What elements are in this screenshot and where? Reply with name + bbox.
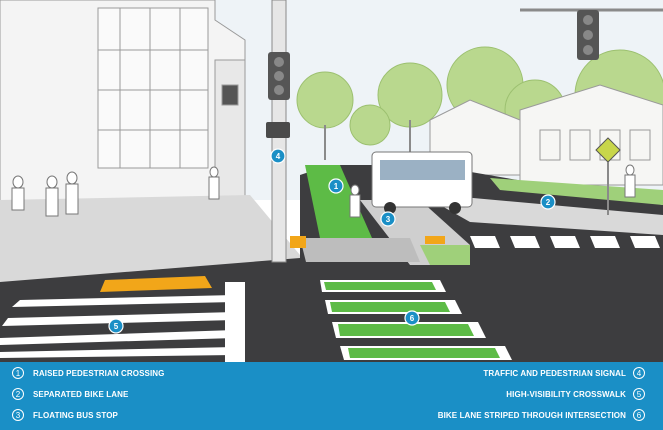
legend-label-1: RAISED PEDESTRIAN CROSSING bbox=[33, 368, 165, 378]
legend-number-6: 6 bbox=[633, 409, 645, 421]
separated-bike-lane bbox=[305, 165, 372, 238]
legend-number-4: 4 bbox=[633, 367, 645, 379]
callout-marker-5: 5 bbox=[108, 318, 124, 334]
callout-marker-6-num: 6 bbox=[410, 314, 415, 323]
legend-item-3: 3 FLOATING BUS STOP bbox=[12, 409, 118, 421]
pedestrian-signal-icon bbox=[266, 122, 290, 138]
bike-lane-striped-through-intersection bbox=[320, 280, 512, 360]
raised-pedestrian-crossing bbox=[300, 238, 420, 262]
building-left bbox=[0, 0, 246, 211]
legend-number-1: 1 bbox=[12, 367, 24, 379]
legend-label-3: FLOATING BUS STOP bbox=[33, 410, 118, 420]
callout-marker-6: 6 bbox=[404, 310, 420, 326]
callout-marker-1-num: 1 bbox=[334, 182, 339, 191]
traffic-signal-right bbox=[520, 8, 663, 60]
houses-right bbox=[429, 84, 663, 186]
sidewalk-right bbox=[440, 195, 663, 235]
callout-marker-2-num: 2 bbox=[546, 198, 551, 207]
callout-marker-2: 2 bbox=[540, 194, 556, 210]
grass-right bbox=[490, 178, 663, 205]
legend: 1 RAISED PEDESTRIAN CROSSING 2 SEPARATED… bbox=[0, 362, 663, 430]
pedestrians bbox=[11, 164, 636, 218]
legend-item-5: HIGH-VISIBILITY CROSSWALK 5 bbox=[506, 388, 645, 400]
legend-item-4: TRAFFIC AND PEDESTRIAN SIGNAL 4 bbox=[483, 367, 645, 379]
legend-item-1: 1 RAISED PEDESTRIAN CROSSING bbox=[12, 367, 165, 379]
legend-number-5: 5 bbox=[633, 388, 645, 400]
legend-label-5: HIGH-VISIBILITY CROSSWALK bbox=[506, 389, 626, 399]
callout-marker-3-num: 3 bbox=[386, 215, 391, 224]
legend-label-6: BIKE LANE STRIPED THROUGH INTERSECTION bbox=[437, 410, 626, 420]
legend-item-6: BIKE LANE STRIPED THROUGH INTERSECTION 6 bbox=[438, 409, 645, 421]
callout-marker-5-num: 5 bbox=[114, 322, 119, 331]
legend-item-2: 2 SEPARATED BIKE LANE bbox=[12, 388, 128, 400]
signal-pole bbox=[266, 0, 290, 263]
tactile-warning-strips bbox=[100, 236, 445, 292]
callout-marker-3: 3 bbox=[380, 211, 396, 227]
legend-label-4: TRAFFIC AND PEDESTRIAN SIGNAL bbox=[483, 368, 626, 378]
bus bbox=[371, 151, 473, 214]
legend-label-2: SEPARATED BIKE LANE bbox=[33, 389, 129, 399]
legend-number-3: 3 bbox=[12, 409, 24, 421]
street-illustration: 1 2 3 4 5 6 bbox=[0, 0, 663, 362]
legend-number-2: 2 bbox=[12, 388, 24, 400]
callout-marker-1: 1 bbox=[328, 178, 344, 194]
callout-marker-4: 4 bbox=[270, 148, 286, 164]
crosswalk-right bbox=[470, 236, 660, 248]
callout-markers: 1 2 3 4 5 6 bbox=[108, 148, 556, 334]
callout-marker-4-num: 4 bbox=[276, 152, 281, 161]
